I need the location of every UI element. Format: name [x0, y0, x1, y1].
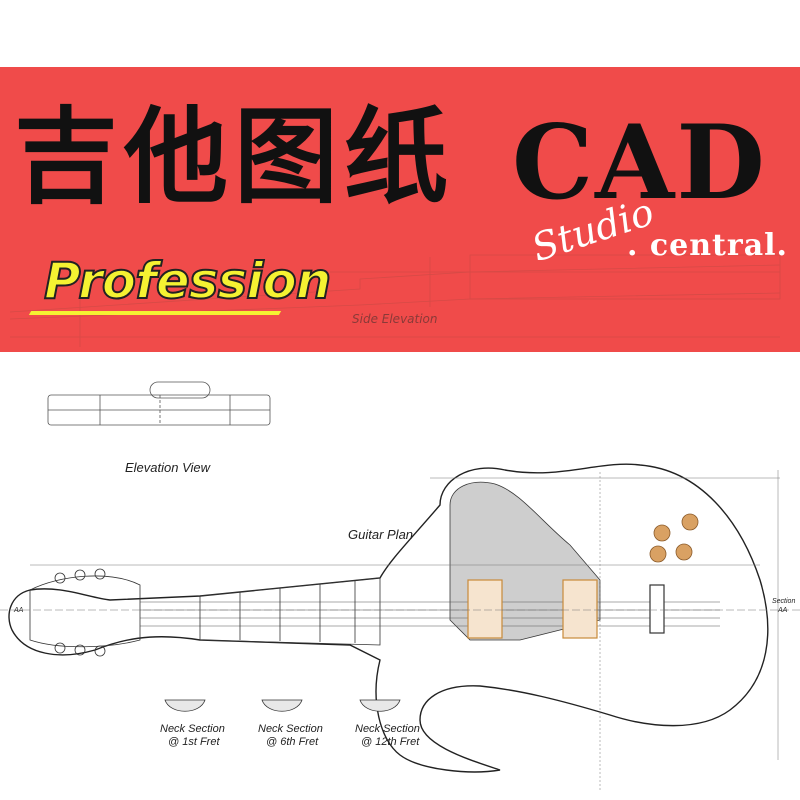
section-marker-right: AA [778, 607, 788, 614]
guitar-plan-body [8, 463, 769, 773]
section-label-right: Section [772, 598, 796, 605]
side-elevation-label: Side Elevation [352, 312, 438, 326]
neck-section-3-title: Neck Section [355, 723, 420, 735]
pickups [467, 579, 665, 639]
top-whitespace [0, 0, 800, 67]
neck-and-headstock [29, 568, 720, 657]
guitar-blueprint-drawing [0, 381, 800, 790]
cad-title: CAD [512, 103, 767, 223]
central-logo-text: . central. [627, 228, 788, 263]
elevation-view-drawing [47, 381, 271, 426]
neck-section-drawings [164, 699, 401, 712]
elevation-view-label: Elevation View [125, 460, 211, 475]
profession-text: Profession [43, 251, 332, 311]
neck-section-1-title: Neck Section [160, 723, 225, 735]
title-banner [0, 67, 800, 352]
neck-section-1-fret: @ 1st Fret [168, 736, 220, 748]
neck-section-3-fret: @ 12th Fret [361, 736, 420, 748]
dimension-lines [0, 470, 800, 790]
section-marker-left: AA [14, 607, 24, 614]
neck-section-2-fret: @ 6th Fret [266, 736, 319, 748]
main-title-chinese: 吉他图纸 [14, 96, 455, 218]
neck-section-2-title: Neck Section [258, 723, 323, 735]
guitar-plan-label: Guitar Plan [348, 527, 414, 542]
control-knobs [649, 513, 699, 563]
profession-underline [28, 311, 282, 315]
